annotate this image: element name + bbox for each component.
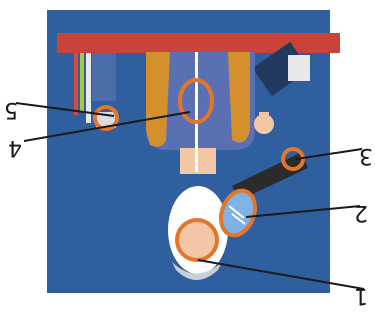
- brush-icon: [288, 55, 310, 81]
- ceiling-bar: [57, 33, 340, 53]
- left-tool-red: [74, 53, 78, 115]
- callout-label-2: 2: [354, 200, 368, 225]
- callout-label-5: 5: [4, 97, 18, 122]
- callout-label-1: 1: [354, 283, 368, 308]
- callout-label-4: 4: [8, 135, 22, 160]
- left-tool-green: [80, 53, 84, 111]
- cord: [195, 52, 198, 172]
- left-tool-bag: [92, 53, 116, 101]
- wrist: [259, 112, 269, 130]
- callout-label-3: 3: [359, 143, 373, 168]
